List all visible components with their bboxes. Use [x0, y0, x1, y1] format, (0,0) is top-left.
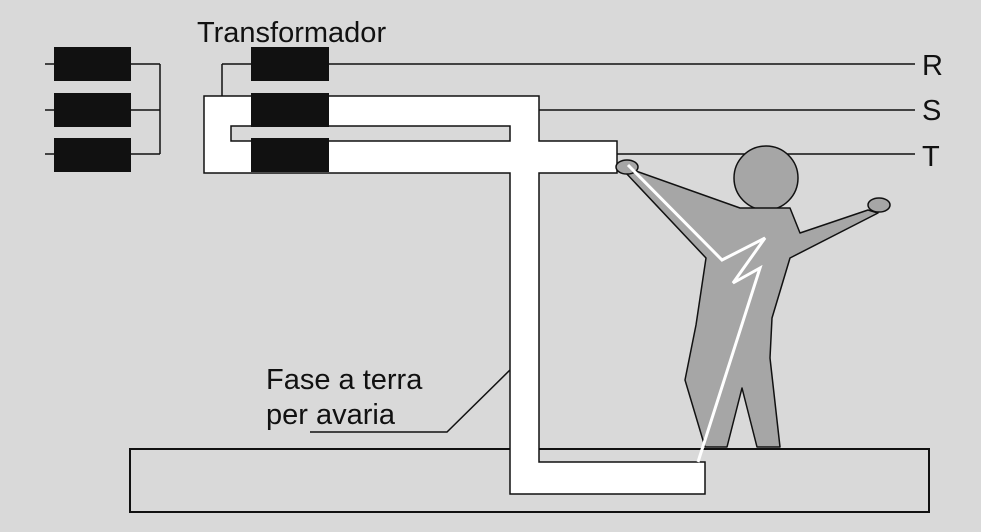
current-path — [626, 163, 767, 463]
secondary-winding-s — [251, 93, 329, 127]
phase-s-label: S — [922, 95, 941, 127]
primary-winding-2 — [54, 93, 131, 127]
transformer-label: Transformador — [197, 17, 386, 49]
phase-t-label: T — [922, 141, 940, 173]
fault-label-line2: per avaria — [266, 399, 396, 431]
primary-winding-3 — [54, 138, 131, 172]
secondary-winding-t — [251, 138, 329, 172]
primary-windings — [45, 63, 161, 155]
fault-leader-line — [310, 369, 511, 433]
phase-r-label: R — [922, 50, 943, 82]
person-figure — [615, 145, 891, 448]
primary-winding-1 — [54, 47, 131, 81]
fault-label-line1: Fase a terra — [266, 364, 423, 396]
fault-conductor — [203, 95, 706, 495]
right-hand — [867, 197, 891, 213]
secondary-winding-r — [251, 47, 329, 81]
